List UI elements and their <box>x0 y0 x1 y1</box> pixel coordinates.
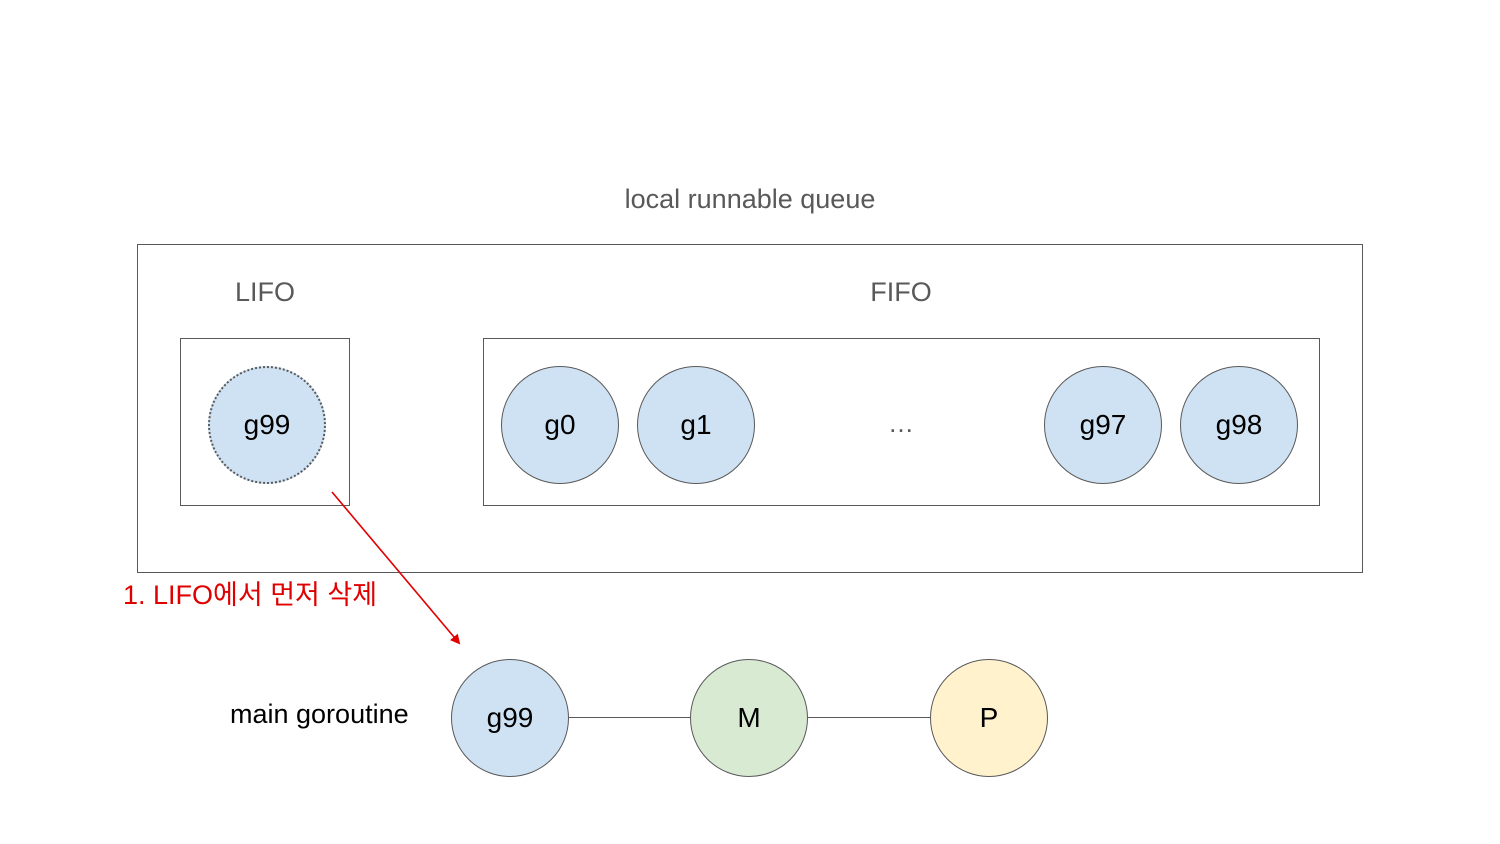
m-p-connector <box>808 717 930 718</box>
fifo-goroutine-node: g0 <box>501 366 619 484</box>
fifo-goroutine-node: g1 <box>637 366 755 484</box>
lifo-label: LIFO <box>234 277 296 307</box>
fifo-box <box>483 338 1320 506</box>
g-m-connector <box>569 717 691 718</box>
processor-node: P <box>930 659 1048 777</box>
lifo-box <box>180 338 350 506</box>
fifo-ellipsis: … <box>888 408 914 438</box>
fifo-goroutine-node: g98 <box>1180 366 1298 484</box>
machine-node: M <box>690 659 808 777</box>
running-goroutine-node: g99 <box>451 659 569 777</box>
lifo-goroutine-node: g99 <box>208 366 326 484</box>
queue-title: local runnable queue <box>624 184 876 214</box>
fifo-goroutine-node: g97 <box>1044 366 1162 484</box>
fifo-label: FIFO <box>870 277 932 307</box>
annotation-text: 1. LIFO에서 먼저 삭제 <box>123 580 378 610</box>
local-runnable-queue-box <box>137 244 1363 573</box>
main-goroutine-label: main goroutine <box>230 699 409 729</box>
